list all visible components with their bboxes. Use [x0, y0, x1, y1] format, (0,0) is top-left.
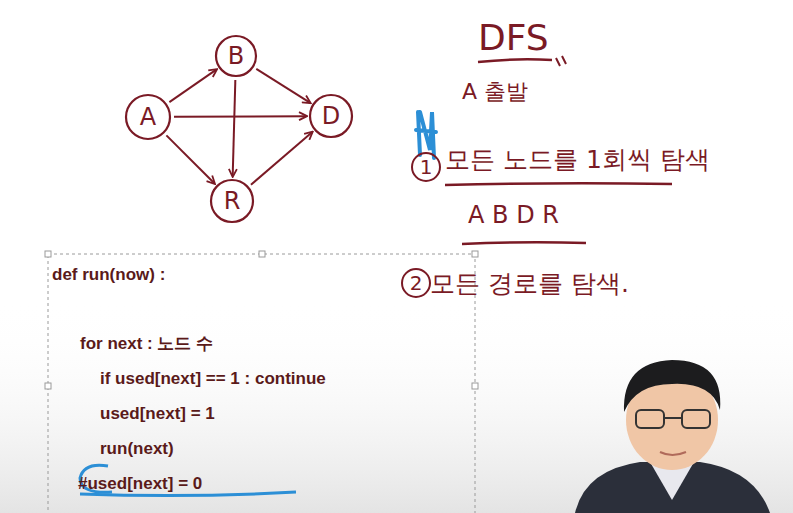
arrow-connector: [251, 132, 312, 184]
underline: [445, 183, 672, 185]
code-line: if used[next] == 1 : continue: [100, 370, 326, 389]
code-line: used[next] = 1: [100, 405, 215, 424]
underline: [478, 59, 552, 62]
code-line: run(next): [100, 440, 174, 459]
code-line: def run(now) :: [52, 266, 165, 285]
tick-mark: [556, 56, 566, 66]
code-line: #used[next] = 0: [78, 475, 202, 494]
node-label: B: [228, 44, 244, 68]
node-label: D: [322, 104, 340, 128]
visit-order: A B D R: [468, 202, 559, 228]
step-number: 1: [411, 152, 441, 182]
title-text: DFS: [478, 18, 549, 58]
presenter: [575, 360, 770, 513]
selection-box: [48, 254, 475, 513]
note-text: 모든 노드를 1회씩 탐색: [445, 146, 710, 174]
selection-handles: [45, 251, 478, 389]
graph-node: R: [210, 179, 254, 223]
arrow-connector: [233, 80, 236, 176]
note-text: A 출발: [462, 80, 528, 104]
arrow-connector: [174, 115, 306, 118]
node-label: A: [140, 105, 156, 129]
code-line: for next : 노드 수: [80, 335, 213, 354]
note-text: 모든 경로를 탐색.: [430, 270, 629, 298]
graph-node: B: [215, 35, 257, 77]
arrow-connector: [256, 69, 310, 103]
graph-node: A: [125, 94, 171, 140]
video-fade: [0, 300, 793, 513]
node-label: R: [224, 189, 241, 213]
step-number: 2: [401, 268, 431, 298]
underline: [462, 242, 586, 244]
arrow-connector: [166, 135, 214, 183]
graph-node: D: [309, 94, 353, 138]
arrow-connector: [169, 70, 216, 103]
